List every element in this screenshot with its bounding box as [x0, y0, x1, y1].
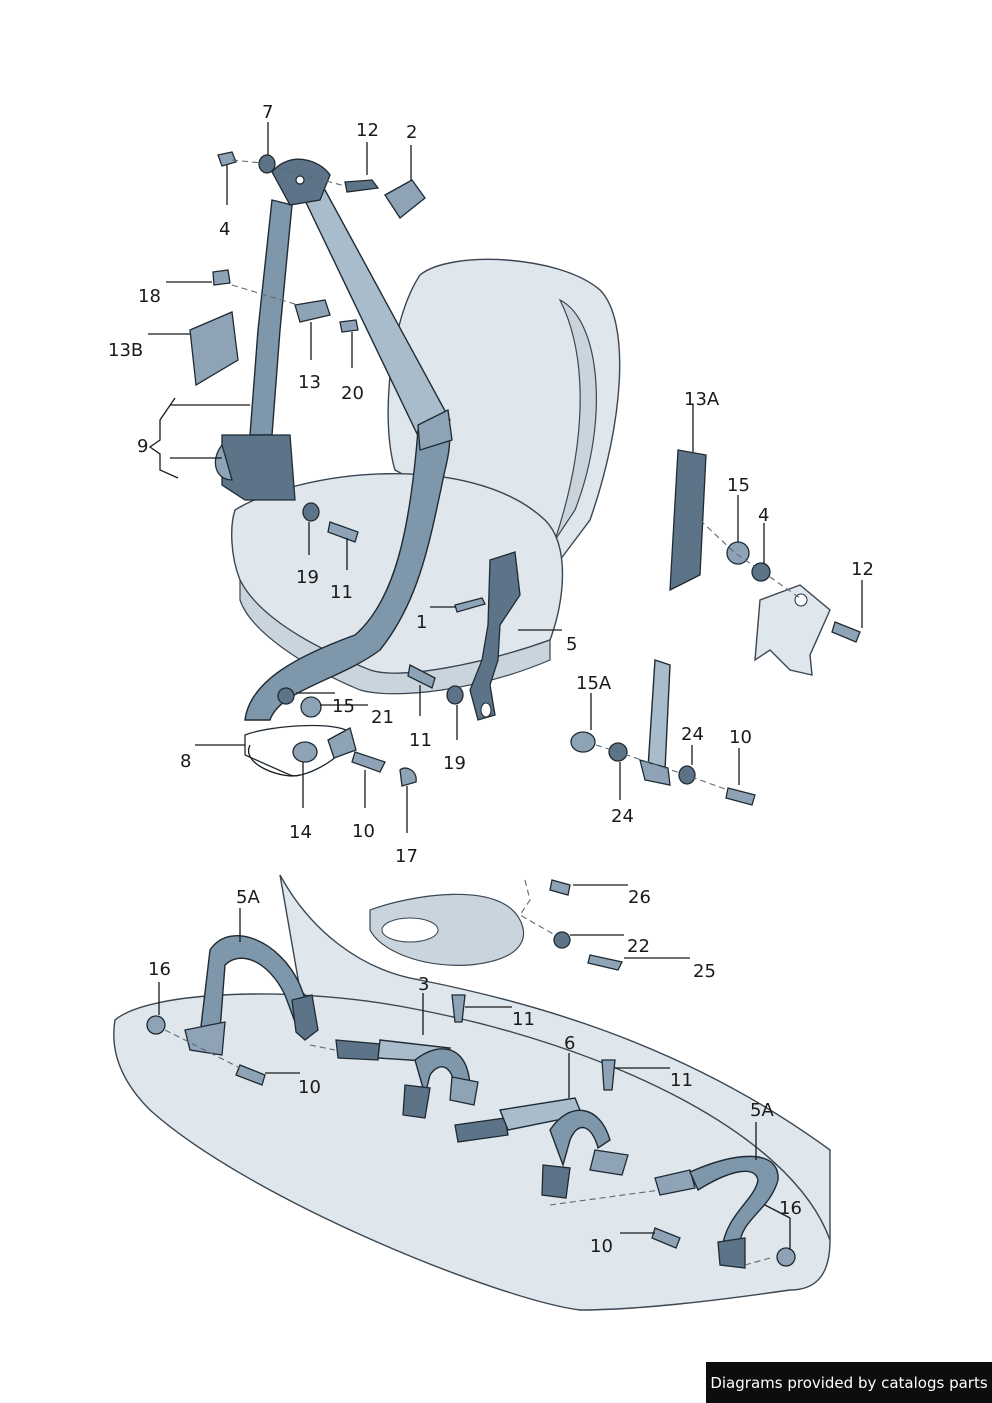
upper-hardware	[189, 151, 464, 705]
label-17: 17	[395, 846, 418, 867]
label-9: 9	[137, 436, 148, 457]
label-13: 13	[298, 372, 321, 393]
rear-belts	[146, 879, 796, 1269]
label-15: 15	[727, 475, 750, 496]
label-11: 11	[330, 582, 353, 603]
label-4: 4	[758, 505, 769, 526]
label-19: 19	[443, 753, 466, 774]
lower-anchor	[244, 687, 417, 787]
label-26: 26	[628, 887, 651, 908]
label-5a: 5A	[236, 887, 260, 908]
label-14: 14	[289, 822, 312, 843]
buckle-5	[454, 551, 521, 721]
label-11: 11	[409, 730, 432, 751]
label-5a: 5A	[750, 1100, 774, 1121]
label-6: 6	[564, 1033, 575, 1054]
label-5: 5	[566, 634, 577, 655]
label-13b: 13B	[108, 340, 143, 361]
label-20: 20	[341, 383, 364, 404]
label-12: 12	[356, 120, 379, 141]
label-16: 16	[148, 959, 171, 980]
label-13a: 13A	[684, 389, 720, 410]
label-10: 10	[352, 821, 375, 842]
label-19: 19	[296, 567, 319, 588]
label-24: 24	[611, 806, 634, 827]
label-4: 4	[219, 219, 230, 240]
leader-lines	[148, 122, 863, 1250]
label-11: 11	[670, 1070, 693, 1091]
label-15: 15	[332, 696, 355, 717]
label-11: 11	[512, 1009, 535, 1030]
label-10: 10	[729, 727, 752, 748]
label-16: 16	[779, 1198, 802, 1219]
alignment-lines	[164, 159, 801, 1266]
label-10: 10	[590, 1236, 613, 1257]
label-7: 7	[262, 102, 273, 123]
label-25: 25	[693, 961, 716, 982]
label-24: 24	[681, 724, 704, 745]
label-12: 12	[851, 559, 874, 580]
label-2: 2	[406, 122, 417, 143]
label-22: 22	[627, 936, 650, 957]
label-10: 10	[298, 1077, 321, 1098]
label-18: 18	[138, 286, 161, 307]
credit-banner: Diagrams provided by catalogs parts	[706, 1362, 992, 1403]
part-labels: 7 12 2 4 18 13B 13 20 9 19 11 1 5 15 21 …	[108, 102, 874, 1257]
three-point-belt	[214, 158, 453, 721]
label-1: 1	[416, 612, 427, 633]
label-15a: 15A	[576, 673, 612, 694]
label-21: 21	[371, 707, 394, 728]
label-3: 3	[418, 974, 429, 995]
height-adjuster-13a	[570, 449, 861, 806]
label-8: 8	[180, 751, 191, 772]
